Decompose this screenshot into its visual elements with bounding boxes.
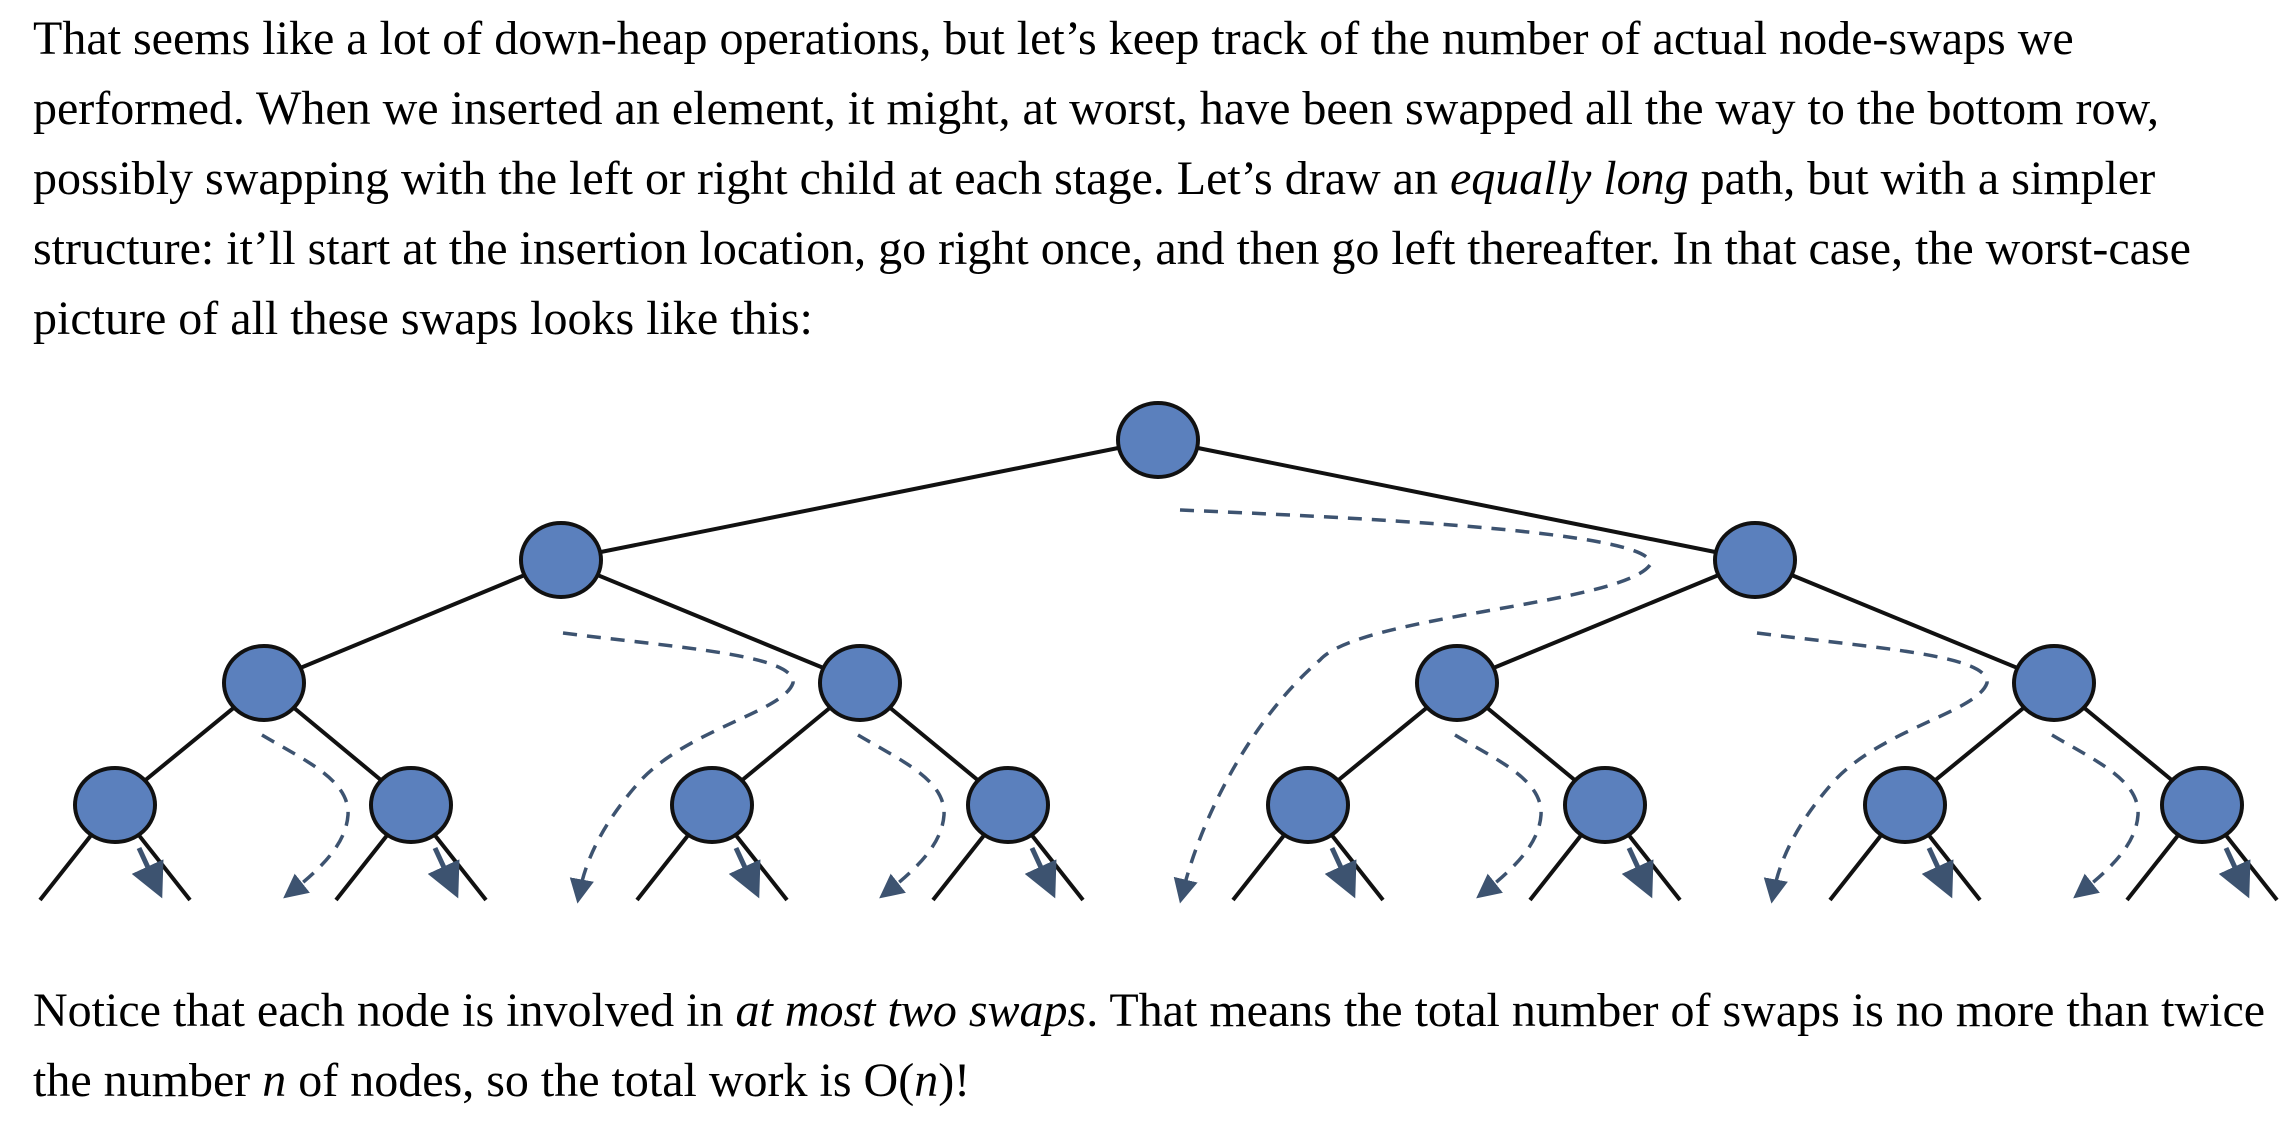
swap-arrow-leaf [1621,846,1654,899]
swap-path-level1 [1756,631,1989,904]
swap-path-level1 [562,631,795,904]
tree-edge [1754,558,2055,685]
conclusion-text-1: Notice that each node is involved in [33,984,736,1037]
tree-edges [38,438,2279,902]
tree-node [222,644,306,722]
tree-edge [560,558,861,685]
intro-text-1: That seems like a lot of down-heap opera… [33,12,2160,205]
variable-n-2: n [914,1054,939,1107]
tree-node [1713,521,1797,599]
swap-path-root [1173,508,1652,904]
swap-paths [131,508,2251,904]
swap-arrow-leaf [1921,846,1954,899]
tree-node [1415,644,1499,722]
swap-path-level2 [857,733,946,899]
intro-text-2: path, but with a simpler structure: it’l… [33,152,2191,345]
tree-edge [263,558,562,685]
swap-path-level2 [2051,733,2140,899]
conclusion-emphasis: at most two swaps [735,984,1087,1037]
swap-arrow-leaf [131,846,164,899]
tree-node [1266,766,1350,844]
tree-nodes [73,401,2244,844]
swap-arrow-leaf [2218,846,2251,899]
tree-node [369,766,453,844]
tree-node [73,766,157,844]
conclusion-text-3: of nodes, so the total work is O( [286,1054,915,1107]
root-node [1116,401,1200,479]
tree-node [519,521,603,599]
variable-n: n [262,1054,287,1107]
tree-node [1863,766,1947,844]
tree-edge [1157,438,1756,562]
heap-swap-diagram [38,401,2279,904]
swap-arrow-leaf [728,846,761,899]
swap-path-level2 [1454,733,1543,899]
swap-arrow-leaf [1324,846,1357,899]
tree-node [818,644,902,722]
tree-node [966,766,1050,844]
swap-arrow-leaf [1024,846,1057,899]
tree-node [670,766,754,844]
swap-path-level2 [261,733,350,899]
conclusion-paragraph: Notice that each node is involved in at … [33,976,2273,1116]
conclusion-text-2: . That means the total number of swaps i… [33,984,2266,1107]
intro-paragraph: That seems like a lot of down-heap opera… [33,4,2273,354]
tree-edge [1456,558,1756,685]
swap-arrow-leaf [427,846,460,899]
tree-edge [560,438,1159,562]
tree-node [2160,766,2244,844]
tree-node [2012,644,2096,722]
intro-emphasis: equally long [1449,152,1689,205]
tree-node [1563,766,1647,844]
conclusion-text-4: )! [938,1054,971,1107]
